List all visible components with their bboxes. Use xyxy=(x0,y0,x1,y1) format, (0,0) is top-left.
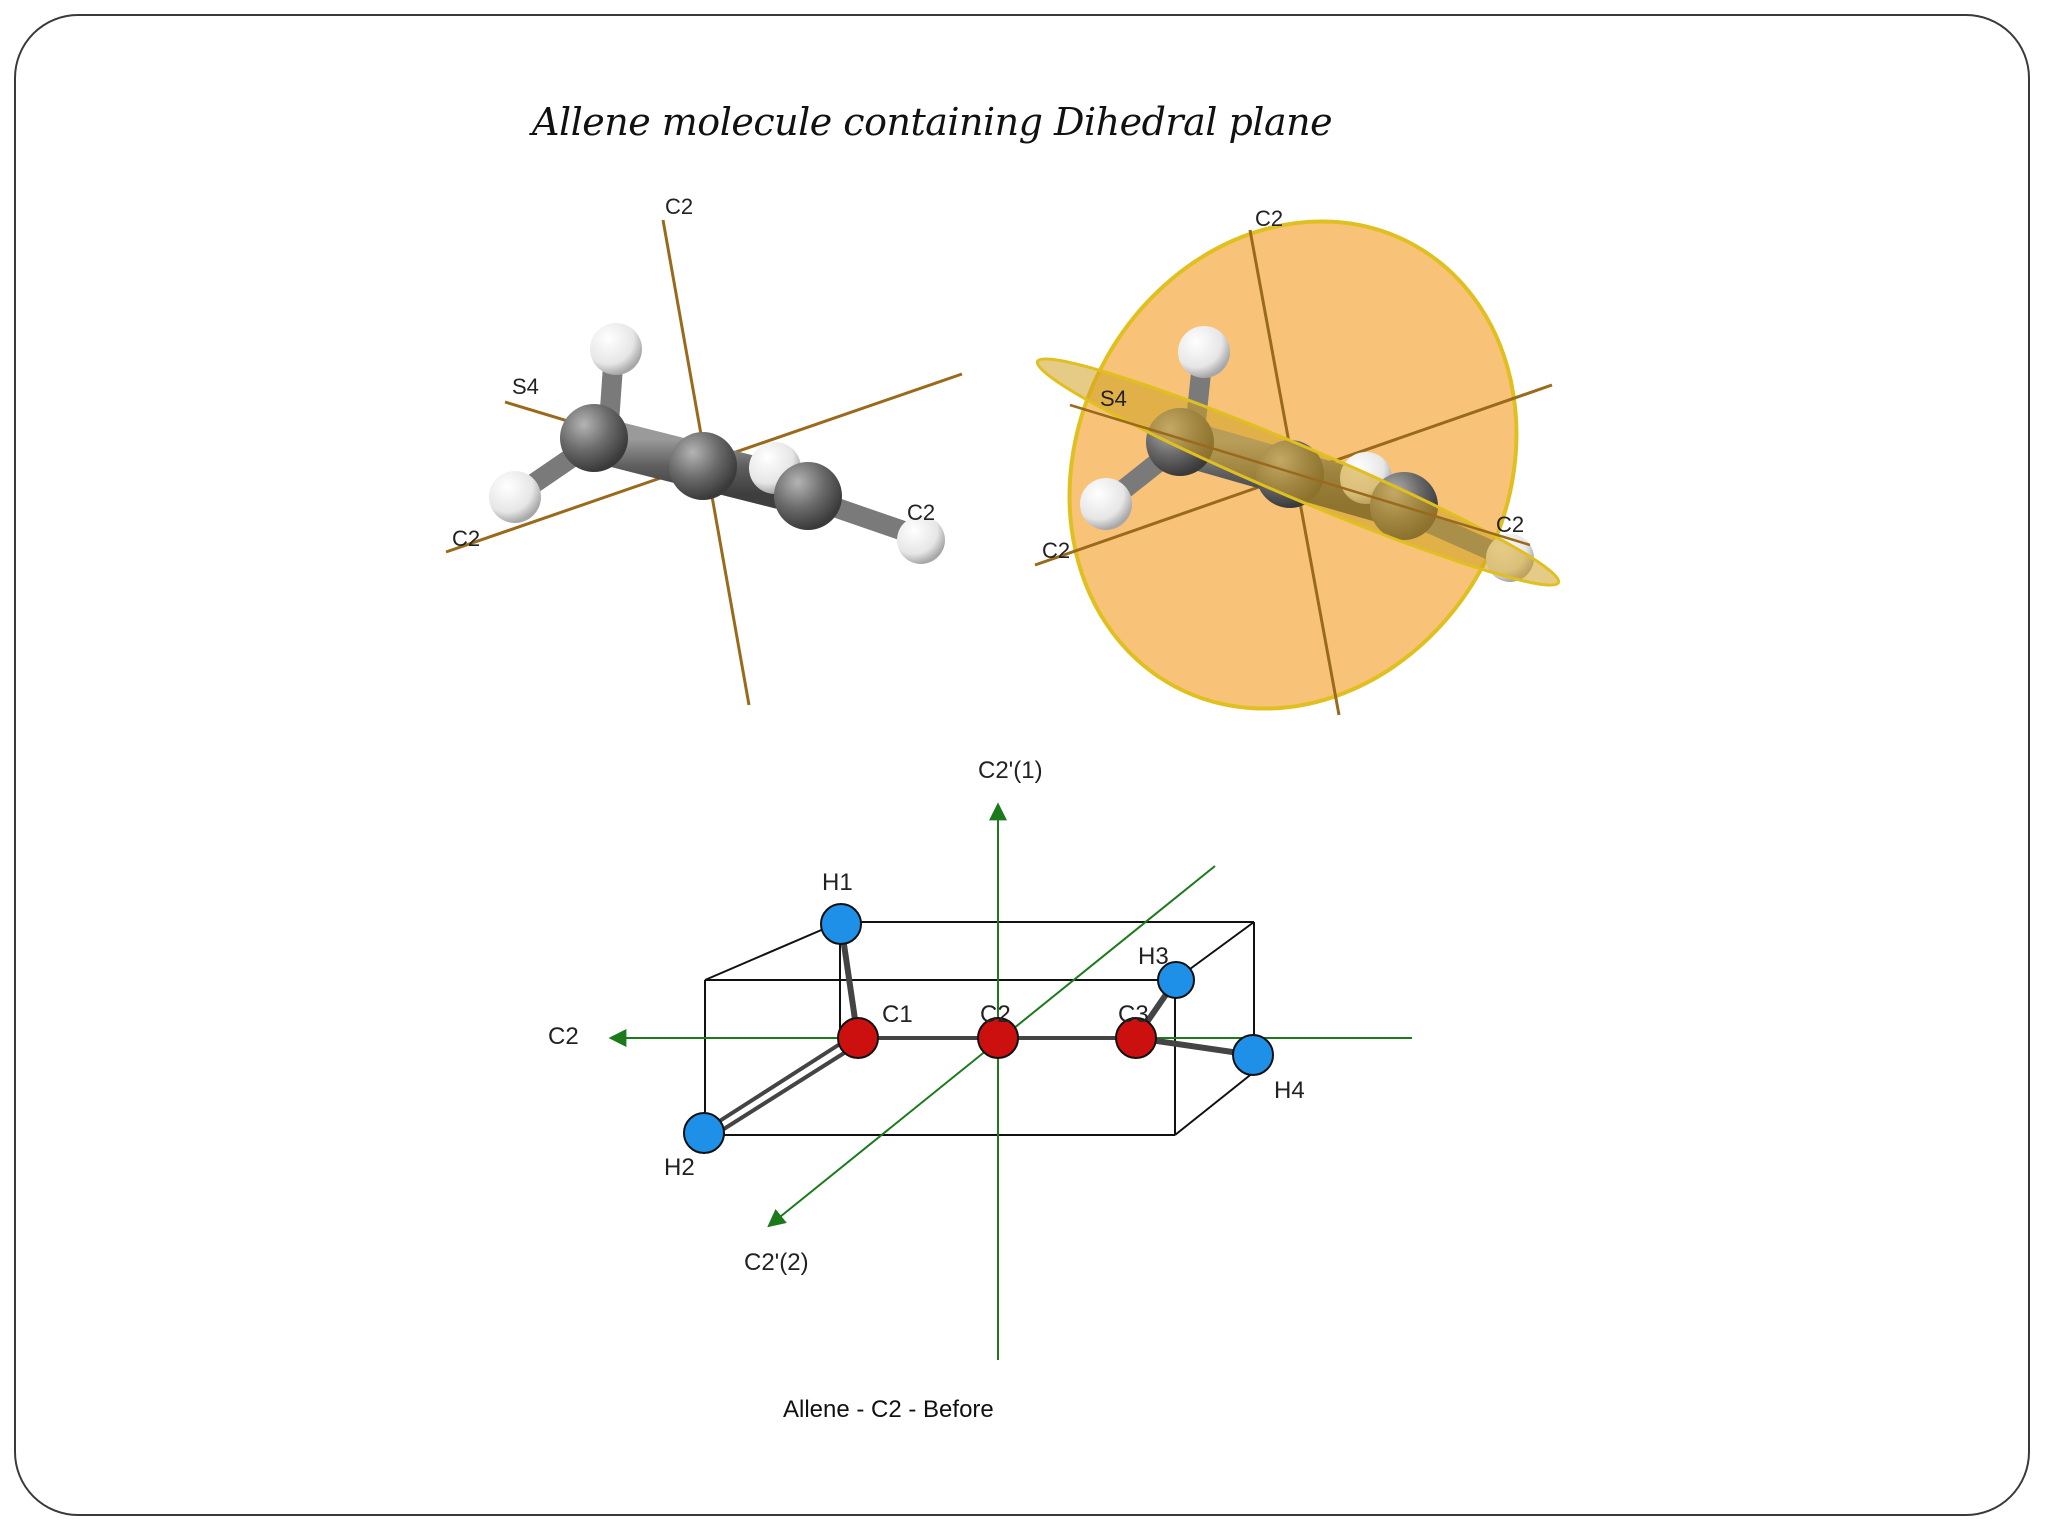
dihedral-plane-edge xyxy=(1035,357,1561,587)
label-c2-left: C2 xyxy=(452,526,480,551)
carbon-atom xyxy=(669,432,737,500)
bounding-box xyxy=(704,921,1255,1136)
label-c2-horizontal: C2 xyxy=(548,1023,579,1050)
atom-h1 xyxy=(820,903,862,945)
allene-model-right: C2 S4 C2 C2 xyxy=(1034,206,1561,716)
label-c3: C3 xyxy=(1118,1001,1149,1028)
schematic-caption: Allene - C2 - Before xyxy=(783,1396,994,1423)
label-c2-atom: C2 xyxy=(980,1001,1011,1028)
atom-c2 xyxy=(977,1017,1019,1059)
hydrogen-atom xyxy=(897,516,945,564)
label-c2-right: C2 xyxy=(907,500,935,525)
bond-h2-c1-b xyxy=(706,1041,862,1141)
slide-frame xyxy=(14,14,2030,1516)
label-c2-prime-2: C2'(2) xyxy=(744,1249,809,1276)
slide-title: Allene molecule containing Dihedral plan… xyxy=(532,100,1333,144)
label-h4: H4 xyxy=(1274,1077,1305,1104)
carbon-atom xyxy=(774,462,842,530)
label-h3: H3 xyxy=(1138,943,1169,970)
atom-h4 xyxy=(1232,1034,1274,1076)
bond-h2-c1-a xyxy=(702,1033,856,1133)
label-c2-top: C2 xyxy=(1255,206,1283,231)
allene-model-left: C2 S4 C2 C2 xyxy=(445,194,963,706)
label-c1: C1 xyxy=(882,1001,913,1028)
atom-h2 xyxy=(683,1112,725,1154)
allene-schematic: C2'(1) C2 C2'(2) H1 H2 H3 H4 C1 C2 C3 xyxy=(548,757,1412,1360)
hydrogen-atom xyxy=(590,323,642,375)
label-c2-prime-1: C2'(1) xyxy=(978,757,1043,784)
carbon-atom xyxy=(560,404,628,472)
s4-axis xyxy=(1069,403,1531,547)
hydrogen-atom xyxy=(1080,478,1132,530)
label-c2-right: C2 xyxy=(1496,512,1524,537)
hydrogen-atom xyxy=(489,471,541,523)
label-c2-left: C2 xyxy=(1042,538,1070,563)
label-h1: H1 xyxy=(822,869,853,896)
label-h2: H2 xyxy=(664,1154,695,1181)
label-s4: S4 xyxy=(1100,386,1127,411)
label-s4: S4 xyxy=(512,374,539,399)
hydrogen-atom xyxy=(1178,326,1230,378)
atom-c1 xyxy=(837,1017,879,1059)
atom-h3 xyxy=(1157,961,1195,999)
label-c2-top: C2 xyxy=(665,194,693,219)
atom-c3 xyxy=(1115,1017,1157,1059)
